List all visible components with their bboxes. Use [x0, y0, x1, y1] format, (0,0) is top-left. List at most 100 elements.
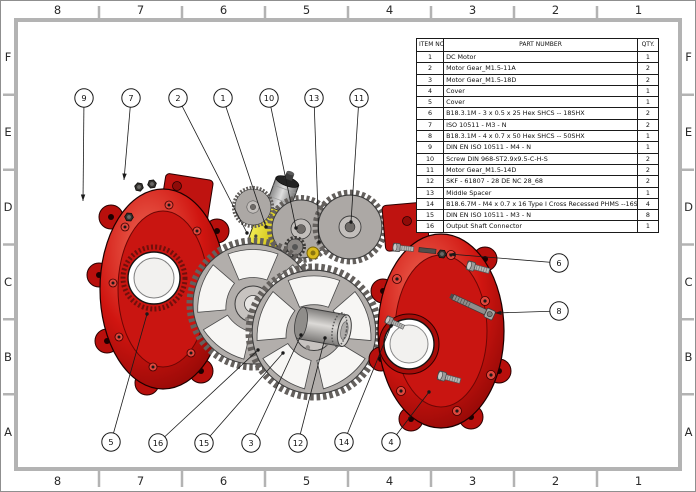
balloon-7[interactable]: [121, 88, 141, 108]
bom-cell-qty: 1: [636, 141, 660, 154]
motor-gear-small-part[interactable]: [231, 185, 275, 229]
bom-cell-part: DIN EN ISO 10511 - M3 - N: [443, 209, 638, 222]
right-cover-part[interactable]: [368, 201, 512, 432]
balloon-3[interactable]: [241, 433, 261, 453]
balloon-number-4: 4: [388, 437, 393, 447]
bom-cell-qty: 1: [636, 50, 660, 64]
bom-cell-item: 14: [415, 197, 445, 211]
leader-dot-5: [145, 312, 149, 316]
leader-line-16: [157, 349, 259, 444]
balloon-9[interactable]: [74, 88, 94, 108]
leader-dot-10: [294, 226, 298, 230]
output-shaft-bearing-part[interactable]: [292, 305, 354, 348]
leader-dot-16: [256, 348, 260, 352]
bom-header-row: ITEM NO. PART NUMBER QTY.: [415, 38, 660, 52]
bom-cell-part: Screw DIN 968-ST2.9x9.5-C-H-S: [443, 152, 638, 165]
bom-header-item: ITEM NO.: [415, 38, 445, 52]
leader-arrow-9: [80, 194, 86, 201]
left-cover-bore: [120, 244, 188, 312]
leader-dot-11: [349, 220, 353, 224]
fasteners[interactable]: [384, 242, 497, 386]
balloon-11[interactable]: [349, 88, 369, 108]
balloon-13[interactable]: [304, 88, 324, 108]
bom-cell-part: B18.3.1M - 4 x 0.7 x 50 Hex SHCS -- 50SH…: [443, 130, 638, 143]
bom-cell-item: 12: [415, 175, 445, 188]
bom-cell-item: 8: [415, 130, 445, 143]
leader-dot-3: [299, 333, 303, 337]
bom-cell-qty: 1: [636, 84, 660, 98]
leader-dot-15: [281, 351, 285, 355]
zone-tick-marks: [3, 6, 694, 487]
leader-line-10: [268, 97, 297, 229]
bom-cell-part: Motor Gear_M1.5-14D: [443, 163, 638, 177]
bom-cell-qty: 2: [636, 62, 660, 75]
balloon-10[interactable]: [259, 88, 279, 108]
balloon-number-8: 8: [556, 306, 561, 316]
bom-cell-item: 11: [415, 163, 445, 177]
bom-cell-item: 9: [415, 141, 445, 154]
bom-cell-item: 4: [415, 84, 445, 98]
balloon-number-14: 14: [339, 437, 349, 447]
leader-line-8: [494, 310, 560, 314]
balloon-16[interactable]: [148, 433, 168, 453]
balloon-1[interactable]: [213, 88, 233, 108]
leader-line-5: [110, 313, 148, 443]
bom-cell-part: Motor Gear_M1.5-18D: [443, 73, 638, 86]
bom-cell-item: 6: [415, 107, 445, 120]
brass-spacer-part[interactable]: [306, 246, 320, 260]
left-cover-part[interactable]: [86, 173, 230, 396]
bom-cell-qty: 4: [636, 197, 660, 211]
bom-cell-qty: 2: [636, 152, 660, 165]
balloon-12[interactable]: [288, 433, 308, 453]
balloon-number-5: 5: [108, 437, 113, 447]
balloon-number-10: 10: [264, 93, 274, 103]
leader-arrow-7: [122, 173, 127, 180]
bom-cell-qty: 1: [636, 186, 660, 199]
sheet-border-frame: [3, 6, 694, 487]
leader-dot-14: [389, 324, 393, 328]
balloon-2[interactable]: [168, 88, 188, 108]
balloon-number-1: 1: [220, 93, 225, 103]
bom-cell-item: 3: [415, 73, 445, 86]
balloon-number-3: 3: [248, 438, 253, 448]
leader-line-12: [297, 337, 326, 444]
balloon-4[interactable]: [381, 432, 401, 452]
bom-cell-part: DIN EN ISO 10511 - M4 - N: [443, 141, 638, 154]
bom-cell-item: 1: [415, 50, 445, 64]
leader-line-13: [313, 97, 320, 243]
bom-cell-part: DC Motor: [443, 50, 638, 64]
balloon-6[interactable]: [549, 253, 569, 273]
balloon-14[interactable]: [334, 432, 354, 452]
motor-gear-m2-part[interactable]: [316, 193, 384, 261]
bom-cell-part: Motor Gear_M1.5-11A: [443, 62, 638, 75]
bom-cell-qty: 2: [636, 73, 660, 86]
balloon-8[interactable]: [549, 301, 569, 321]
balloon-number-7: 7: [128, 93, 133, 103]
bom-cell-part: Middle Spacer: [443, 186, 638, 199]
leader-line-4: [390, 391, 430, 443]
balloon-15[interactable]: [194, 433, 214, 453]
leader-dot-13: [317, 240, 321, 244]
balloon-5[interactable]: [101, 432, 121, 452]
bom-cell-item: 2: [415, 62, 445, 75]
bom-cell-part: Cover: [443, 84, 638, 98]
